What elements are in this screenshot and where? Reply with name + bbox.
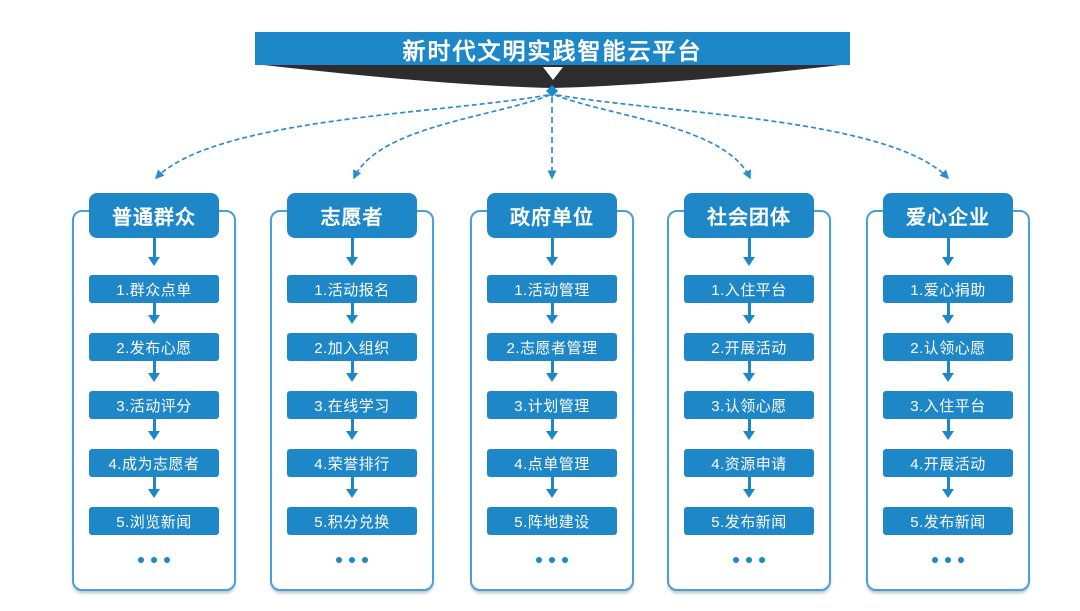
column-header: 爱心企业 bbox=[883, 193, 1013, 238]
flow-step: 1.活动报名 bbox=[287, 275, 417, 303]
flow-step: 5.发布新闻 bbox=[684, 507, 814, 535]
flow-step: 5.发布新闻 bbox=[883, 507, 1013, 535]
flow-step: 3.在线学习 bbox=[287, 391, 417, 419]
flow-step: 2.开展活动 bbox=[684, 333, 814, 361]
more-steps-ellipsis-icon bbox=[138, 551, 170, 569]
more-steps-ellipsis-icon bbox=[733, 551, 765, 569]
flow-step: 2.认领心愿 bbox=[883, 333, 1013, 361]
flow-step: 1.活动管理 bbox=[487, 275, 617, 303]
flow-arrow-icon bbox=[742, 303, 756, 333]
flow-step: 2.志愿者管理 bbox=[487, 333, 617, 361]
column-header: 社会团体 bbox=[684, 193, 814, 238]
flow-arrow-icon bbox=[941, 303, 955, 333]
dashed-connector-5 bbox=[556, 94, 950, 180]
flow-arrow-icon bbox=[345, 477, 359, 507]
flow-step: 5.阵地建设 bbox=[487, 507, 617, 535]
flow-arrow-icon bbox=[545, 303, 559, 333]
flow-arrow-icon bbox=[742, 419, 756, 449]
flow-step: 4.资源申请 bbox=[684, 449, 814, 477]
flow-step: 1.入住平台 bbox=[684, 275, 814, 303]
column-header: 政府单位 bbox=[487, 193, 617, 238]
dashed-connector-2 bbox=[353, 94, 551, 180]
flow-arrow-icon bbox=[147, 238, 161, 275]
dashed-connector-4 bbox=[554, 94, 751, 180]
column-general-public: 普通群众 1.群众点单 2.发布心愿 3.活动评分 4.成为志愿者 5.浏览新闻 bbox=[72, 183, 236, 591]
flow-step: 3.活动评分 bbox=[89, 391, 219, 419]
connector-origin-diamond-icon bbox=[546, 85, 558, 97]
platform-title: 新时代文明实践智能云平台 bbox=[402, 37, 703, 64]
flow-step: 3.计划管理 bbox=[487, 391, 617, 419]
platform-title-banner: 新时代文明实践智能云平台 bbox=[255, 32, 850, 65]
flow-arrow-icon bbox=[545, 238, 559, 275]
flow-arrow-icon bbox=[941, 477, 955, 507]
flow-step: 3.入住平台 bbox=[883, 391, 1013, 419]
flow-arrow-icon bbox=[345, 303, 359, 333]
flow-step: 2.发布心愿 bbox=[89, 333, 219, 361]
flow-step: 1.爱心捐助 bbox=[883, 275, 1013, 303]
flow-step: 3.认领心愿 bbox=[684, 391, 814, 419]
flow-step: 4.成为志愿者 bbox=[89, 449, 219, 477]
more-steps-ellipsis-icon bbox=[536, 551, 568, 569]
flow-arrow-icon bbox=[941, 238, 955, 275]
more-steps-ellipsis-icon bbox=[932, 551, 964, 569]
flow-arrow-icon bbox=[545, 419, 559, 449]
flow-step: 4.点单管理 bbox=[487, 449, 617, 477]
column-header: 普通群众 bbox=[89, 193, 219, 238]
column-government-units: 政府单位 1.活动管理 2.志愿者管理 3.计划管理 4.点单管理 5.阵地建设 bbox=[470, 183, 634, 591]
flow-step: 4.开展活动 bbox=[883, 449, 1013, 477]
flow-arrow-icon bbox=[345, 419, 359, 449]
flow-step: 5.浏览新闻 bbox=[89, 507, 219, 535]
flow-arrow-icon bbox=[147, 477, 161, 507]
more-steps-ellipsis-icon bbox=[336, 551, 368, 569]
connector-fan-art bbox=[154, 64, 950, 180]
flow-arrow-icon bbox=[742, 238, 756, 275]
dashed-connector-1 bbox=[154, 94, 549, 180]
flow-arrow-icon bbox=[545, 477, 559, 507]
white-down-arrow-icon bbox=[543, 67, 563, 80]
flow-arrow-icon bbox=[147, 361, 161, 391]
flow-arrow-icon bbox=[941, 361, 955, 391]
flow-arrow-icon bbox=[345, 238, 359, 275]
flow-step: 4.荣誉排行 bbox=[287, 449, 417, 477]
column-charity-enterprises: 爱心企业 1.爱心捐助 2.认领心愿 3.入住平台 4.开展活动 5.发布新闻 bbox=[866, 183, 1030, 591]
flow-arrow-icon bbox=[742, 477, 756, 507]
column-header: 志愿者 bbox=[287, 193, 417, 238]
flow-step: 1.群众点单 bbox=[89, 275, 219, 303]
flow-step: 5.积分兑换 bbox=[287, 507, 417, 535]
flow-step: 2.加入组织 bbox=[287, 333, 417, 361]
flow-arrow-icon bbox=[742, 361, 756, 391]
flow-arrow-icon bbox=[941, 419, 955, 449]
column-social-groups: 社会团体 1.入住平台 2.开展活动 3.认领心愿 4.资源申请 5.发布新闻 bbox=[667, 183, 831, 591]
flow-arrow-icon bbox=[147, 303, 161, 333]
flow-arrow-icon bbox=[345, 361, 359, 391]
flow-arrow-icon bbox=[545, 361, 559, 391]
column-volunteers: 志愿者 1.活动报名 2.加入组织 3.在线学习 4.荣誉排行 5.积分兑换 bbox=[270, 183, 434, 591]
flow-arrow-icon bbox=[147, 419, 161, 449]
